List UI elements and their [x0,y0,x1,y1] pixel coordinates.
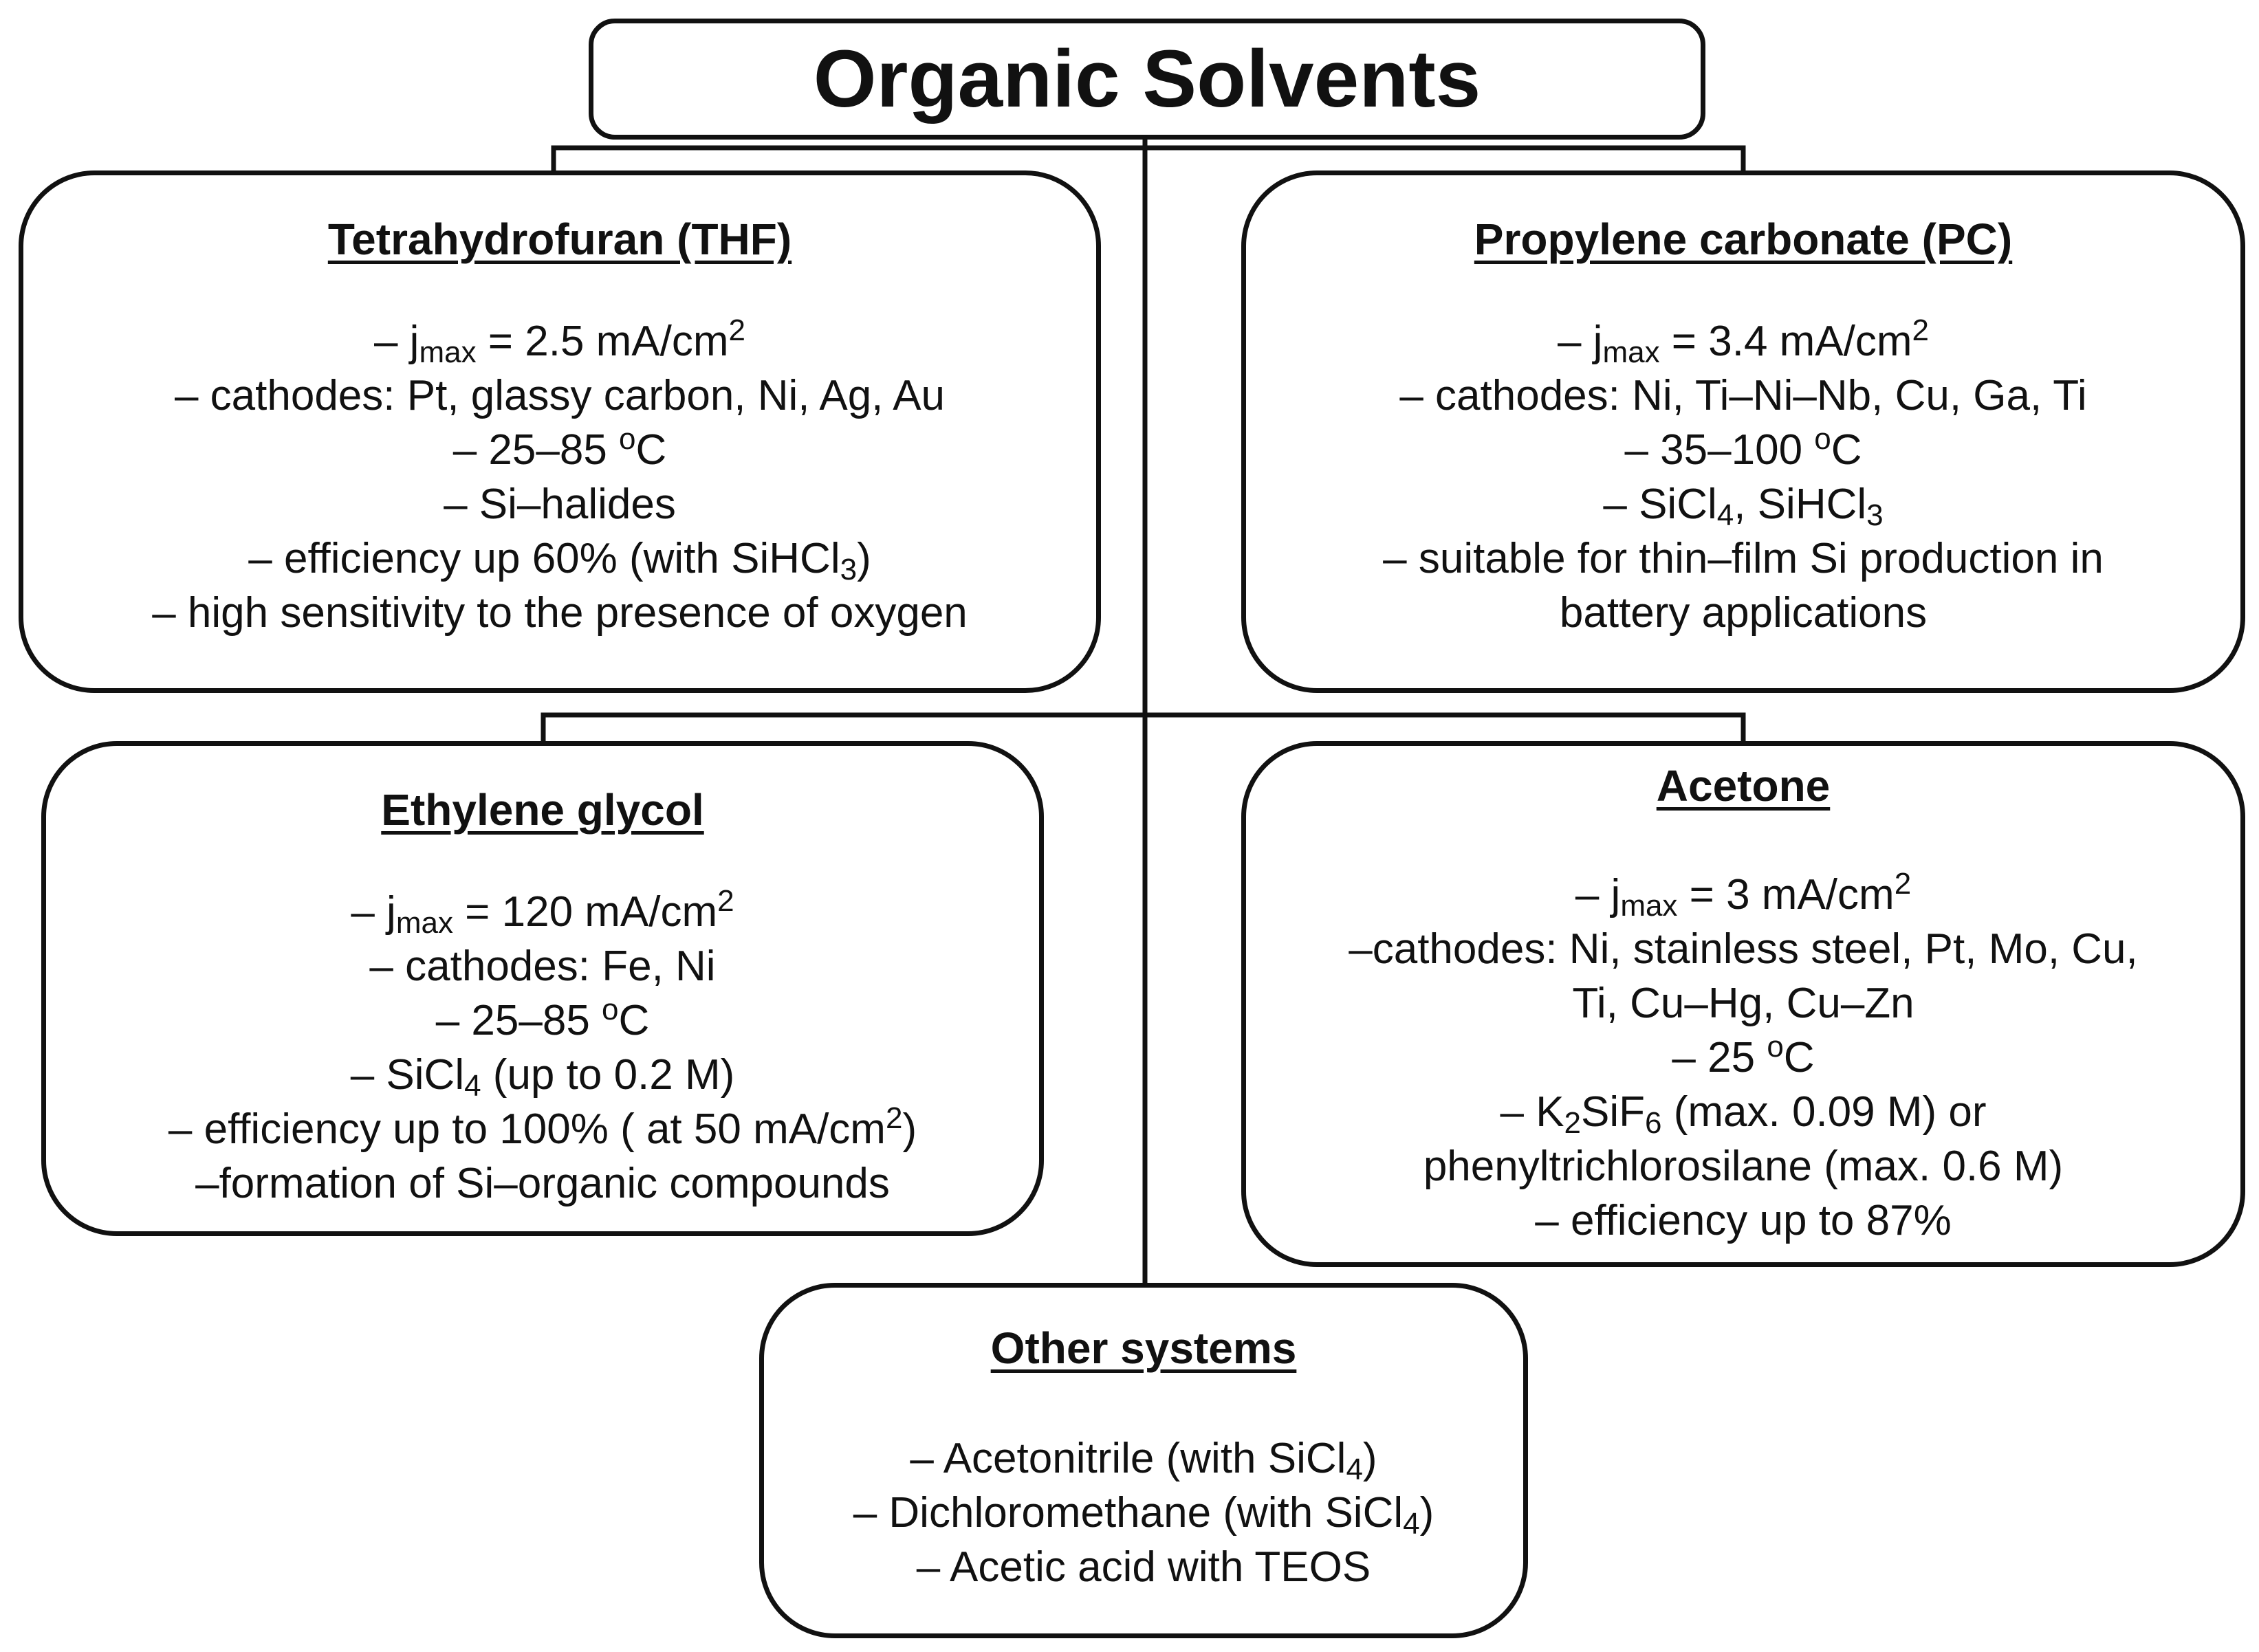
node-heading: Ethylene glycol [381,785,704,835]
node-acetone: Acetone – jmax = 3 mA/cm2 –cathodes: Ni,… [1241,741,2245,1267]
efficiency-line: – efficiency up 60% (with SiHCl3) [248,534,871,586]
cathodes-line: –cathodes: Ni, stainless steel, Pt, Mo, … [1349,925,2138,973]
node-ethylene-glycol: Ethylene glycol – jmax = 120 mA/cm2 – ca… [41,741,1044,1236]
precursor-line: – Si–halides [444,480,676,528]
node-heading: Tetrahydrofuran (THF) [327,214,792,264]
jmax-line: – jmax = 120 mA/cm2 [351,883,734,940]
temperature-line: – 25–85 oC [435,992,650,1044]
list-item: – Dichloromethane (with SiCl4) [853,1488,1434,1541]
title-box: Organic Solvents [589,19,1705,140]
precursor-line: – K2SiF6 (max. 0.09 M) or [1500,1088,1987,1140]
cathodes-line: – cathodes: Pt, glassy carbon, Ni, Ag, A… [174,371,946,419]
node-thf: Tetrahydrofuran (THF) – jmax = 2.5 mA/cm… [19,170,1101,693]
cathodes-line: – cathodes: Fe, Ni [369,942,716,990]
temperature-line: – 25 oC [1672,1029,1815,1081]
note-line-continued: battery applications [1559,588,1928,637]
list-item: – Acetic acid with TEOS [916,1543,1371,1591]
node-heading: Propylene carbonate (PC) [1474,214,2013,264]
precursor-line: – SiCl4 (up to 0.2 M) [350,1050,735,1103]
cathodes-line-continued: Ti, Cu–Hg, Cu–Zn [1572,979,1914,1027]
efficiency-line: – efficiency up to 87% [1535,1196,1952,1244]
node-propylene-carbonate: Propylene carbonate (PC) – jmax = 3.4 mA… [1241,170,2245,693]
node-heading: Acetone [1656,761,1831,811]
note-line: – high sensitivity to the presence of ox… [152,588,968,637]
jmax-line: – jmax = 3 mA/cm2 [1575,866,1912,923]
precursor-line: – SiCl4, SiHCl3 [1603,480,1884,532]
node-heading: Other systems [990,1323,1297,1373]
jmax-line: – jmax = 2.5 mA/cm2 [373,313,746,369]
list-item: – Acetonitrile (with SiCl4) [910,1434,1377,1486]
temperature-line: – 35–100 oC [1624,421,1862,474]
note-line: –formation of Si–organic compounds [195,1159,890,1207]
node-other-systems: Other systems – Acetonitrile (with SiCl4… [759,1283,1528,1638]
note-line: – suitable for thin–film Si production i… [1383,534,2104,582]
precursor-line-continued: phenyltrichlorosilane (max. 0.6 M) [1423,1142,2064,1190]
temperature-line: – 25–85 oC [452,421,667,474]
jmax-line: – jmax = 3.4 mA/cm2 [1557,313,1930,369]
efficiency-line: – efficiency up to 100% ( at 50 mA/cm2) [168,1101,917,1153]
diagram-title: Organic Solvents [813,34,1481,124]
cathodes-line: – cathodes: Ni, Ti–Ni–Nb, Cu, Ga, Ti [1399,371,2087,419]
